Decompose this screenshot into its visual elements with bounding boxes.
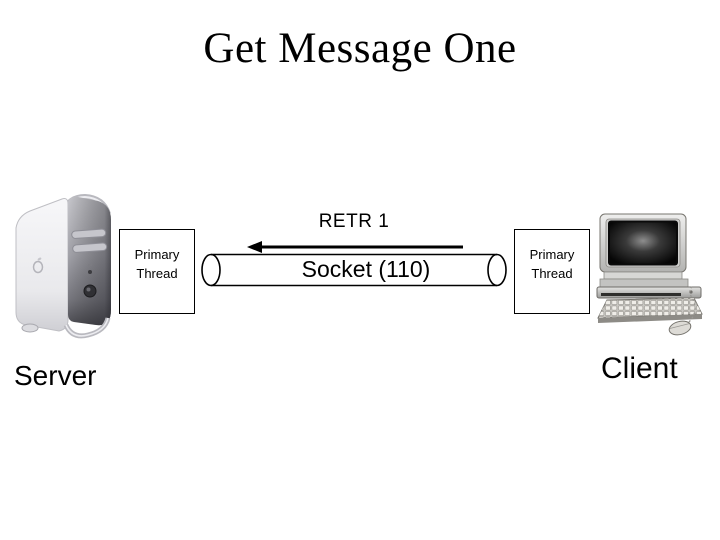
slide-title: Get Message One <box>203 25 517 72</box>
message-direction-arrow <box>247 241 463 253</box>
floppy-slot <box>601 293 681 296</box>
server-primary-thread-box: Primary Thread <box>119 229 195 314</box>
drive-bay-slot <box>72 242 108 253</box>
client-caption: Client <box>601 352 678 385</box>
mouse <box>668 320 692 336</box>
socket-label: Socket (110) <box>301 255 431 282</box>
client-primary-thread-box: Primary Thread <box>514 229 590 314</box>
server-tower-graphic <box>15 193 111 339</box>
crt-monitor <box>599 213 689 288</box>
apple-logo-icon <box>32 260 44 274</box>
client-thread-label: Primary Thread <box>529 247 575 281</box>
socket-pipe: Socket (110) <box>200 252 510 288</box>
server-caption: Server <box>14 360 97 391</box>
keyboard <box>597 297 703 323</box>
server-thread-label: Primary Thread <box>134 247 180 281</box>
pipe-right-end <box>487 253 507 287</box>
server-tower-image <box>8 192 115 342</box>
pipe-left-end <box>201 253 221 287</box>
system-unit <box>596 286 702 299</box>
pipe-shape <box>201 253 507 287</box>
power-button <box>83 284 97 298</box>
tower-feet <box>21 317 111 339</box>
client-computer-image <box>592 212 716 340</box>
client-computer-graphic <box>596 213 703 336</box>
monitor-screen <box>608 220 678 266</box>
mouse-cable <box>688 286 696 323</box>
drive-bay-slot <box>71 228 107 239</box>
command-label: RETR 1 <box>318 211 390 232</box>
tower-front-panel <box>68 196 111 326</box>
tower-side-panel <box>15 198 69 332</box>
arrowhead-left-icon <box>247 241 262 253</box>
